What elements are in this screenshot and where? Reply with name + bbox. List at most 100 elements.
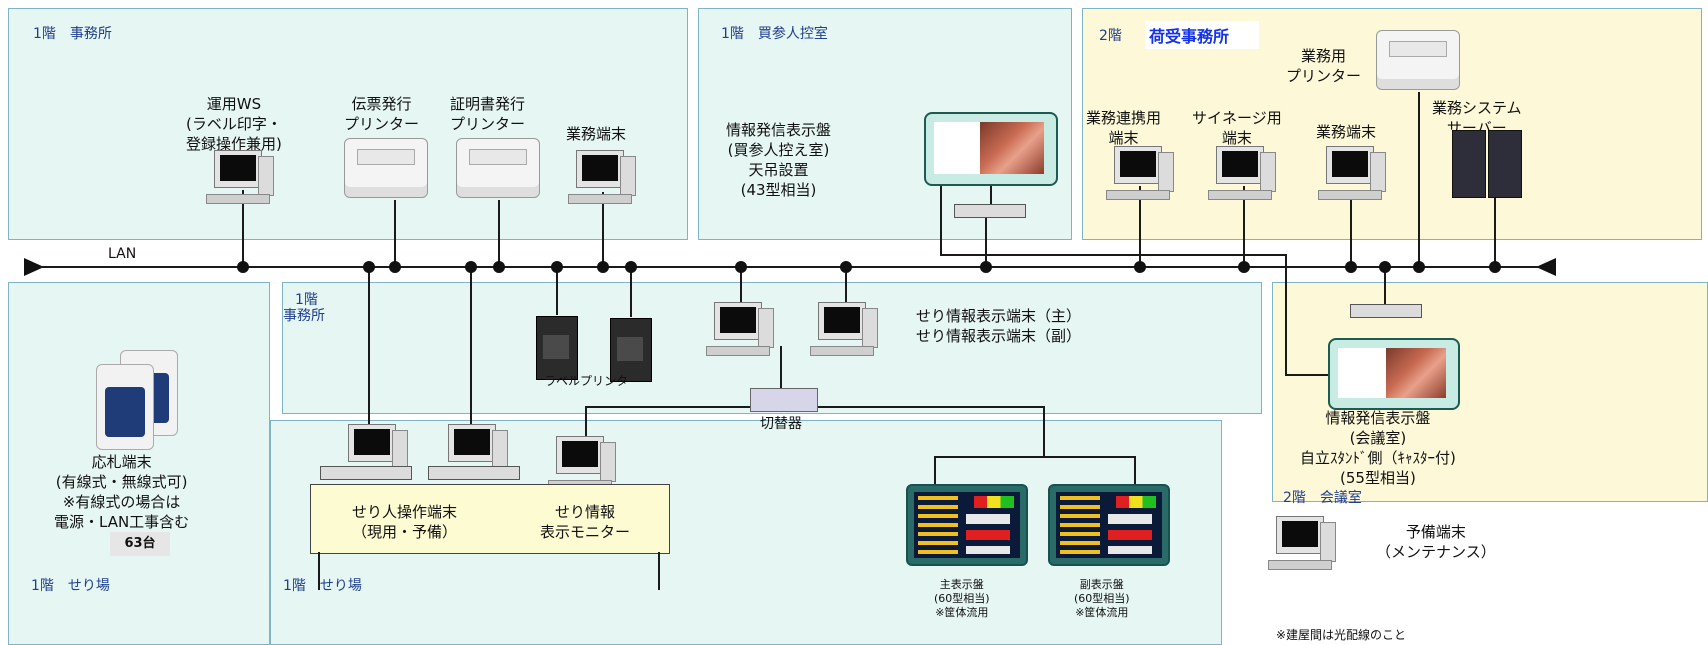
slip-printer-icon: [344, 138, 428, 198]
junction-dot: [363, 261, 375, 273]
lan-backbone: [40, 266, 1540, 268]
room-label: 1階 せり場: [283, 578, 362, 594]
room-label: 1階 せり場: [31, 578, 110, 594]
sub-board-icon: [1048, 484, 1170, 566]
biz-server-icon: [1452, 130, 1486, 198]
junction-dot: [735, 261, 747, 273]
wire: [1139, 186, 1141, 267]
junction-dot: [1134, 261, 1146, 273]
room-label: 2階 会議室: [1283, 490, 1362, 506]
wire: [1285, 374, 1329, 376]
biz-printer-label: 業務用 プリンター: [1286, 47, 1362, 85]
wire: [940, 178, 942, 254]
bid-terminal-label: 応札端末 (有線式・無線式可) ※有線式の場合は 電源・LAN工事含む: [54, 453, 190, 531]
junction-dot: [551, 261, 563, 273]
room-office-1f-top: 1階 事務所: [8, 8, 688, 240]
wire: [1384, 267, 1386, 307]
auction-monitor-label: せり情報 表示モニター: [540, 503, 631, 541]
junction-dot: [389, 261, 401, 273]
wire: [1134, 456, 1136, 484]
room-label: 1階 事務所: [33, 26, 112, 42]
wire: [845, 267, 847, 305]
spare-terminal-label: 予備端末 （メンテナンス）: [1376, 523, 1496, 561]
signage-terminal-label: サイネージ用 端末: [1192, 109, 1282, 147]
biz-link-terminal-pc-icon: [1106, 146, 1176, 206]
ops-ws-label: 運用WS (ラベル印字・ 登録操作兼用): [186, 95, 282, 153]
switcher-icon: [750, 388, 818, 412]
junction-dot: [625, 261, 637, 273]
wire: [934, 456, 1136, 458]
room-label: 2階: [1099, 28, 1122, 44]
biz-terminal-1f-label: 業務端末: [566, 125, 627, 143]
wire: [556, 267, 558, 315]
junction-dot: [1238, 261, 1250, 273]
junction-dot: [597, 261, 609, 273]
biz-terminal-2f-label: 業務端末: [1316, 123, 1377, 141]
wire: [242, 190, 244, 267]
wire: [470, 267, 472, 429]
spare-terminal-pc-icon: [1268, 516, 1338, 576]
biz-printer-icon: [1376, 30, 1460, 90]
wire: [780, 346, 782, 390]
wire: [934, 456, 936, 484]
wire: [1043, 406, 1045, 456]
biz-terminal-1f-pc-icon: [568, 150, 638, 210]
auction-info-main-pc-icon: [706, 302, 776, 362]
desk-leg: [318, 552, 320, 590]
room-label: 1階 買参人控室: [721, 26, 828, 42]
label-printer-icon: [610, 318, 652, 382]
auction-info-terminals-label: せり情報表示端末（主） せり情報表示端末（副）: [916, 307, 1082, 345]
switcher-label: 切替器: [760, 416, 802, 432]
main-board-icon: [906, 484, 1028, 566]
junction-dot: [980, 261, 992, 273]
room-auction-left: 1階 せり場: [8, 282, 270, 645]
cert-printer-icon: [456, 138, 540, 198]
auctioneer-hub-icon: [320, 466, 412, 480]
junction-dot: [493, 261, 505, 273]
bid-terminal-icon: [96, 364, 154, 450]
wire: [630, 267, 632, 317]
slip-printer-label: 伝票発行 プリンター: [344, 95, 420, 133]
wire: [940, 254, 1286, 256]
auctioneer-hub-icon: [428, 466, 520, 480]
auction-monitor-icon: [548, 436, 618, 496]
room-name-highlight: 荷受事務所: [1145, 21, 1260, 49]
junction-dot: [1489, 261, 1501, 273]
lan-label: LAN: [108, 246, 137, 262]
wire: [1243, 186, 1245, 267]
wire: [394, 200, 396, 267]
lan-arrow-right: [1536, 258, 1556, 276]
junction-dot: [1413, 261, 1425, 273]
meeting-hub-icon: [1350, 304, 1422, 318]
meeting-display-label: 情報発信表示盤 (会議室) 自立ｽﾀﾝﾄﾞ側（ｷｬｽﾀｰ付) (55型相当): [1300, 409, 1456, 487]
wire: [740, 267, 742, 305]
meeting-display-icon: [1328, 338, 1460, 410]
wire: [585, 406, 751, 408]
label-printer-icon: [536, 316, 578, 380]
auction-info-sub-pc-icon: [810, 302, 880, 362]
auction-desk: [310, 484, 670, 554]
main-board-label: 主表示盤 (60型相当) ※筐体流用: [934, 578, 990, 619]
wire: [985, 218, 987, 267]
room-label-line2: 事務所: [283, 308, 325, 324]
biz-server-icon: [1488, 130, 1522, 198]
desk-leg: [658, 552, 660, 590]
wire: [990, 182, 992, 218]
wire: [1285, 254, 1287, 374]
label-printer-label: ラベルプリンタ: [544, 374, 629, 388]
junction-dot: [237, 261, 249, 273]
buyer-hub-icon: [954, 204, 1026, 218]
bid-terminal-count-badge: 63台: [110, 532, 170, 556]
cert-printer-label: 証明書発行 プリンター: [450, 95, 526, 133]
wire: [585, 406, 587, 436]
fiber-note: ※建屋間は光配線のこと: [1276, 628, 1407, 642]
wire: [1418, 92, 1420, 267]
wire: [816, 406, 1044, 408]
junction-dot: [1345, 261, 1357, 273]
wire: [368, 267, 370, 429]
auctioneer-terminal-label: せり人操作端末 （現用・予備）: [352, 503, 458, 541]
buyer-display-icon: [924, 112, 1058, 186]
junction-dot: [465, 261, 477, 273]
buyer-display-label: 情報発信表示盤 (買参人控え室) 天吊設置 (43型相当): [726, 121, 832, 199]
sub-board-label: 副表示盤 (60型相当) ※筐体流用: [1074, 578, 1130, 619]
